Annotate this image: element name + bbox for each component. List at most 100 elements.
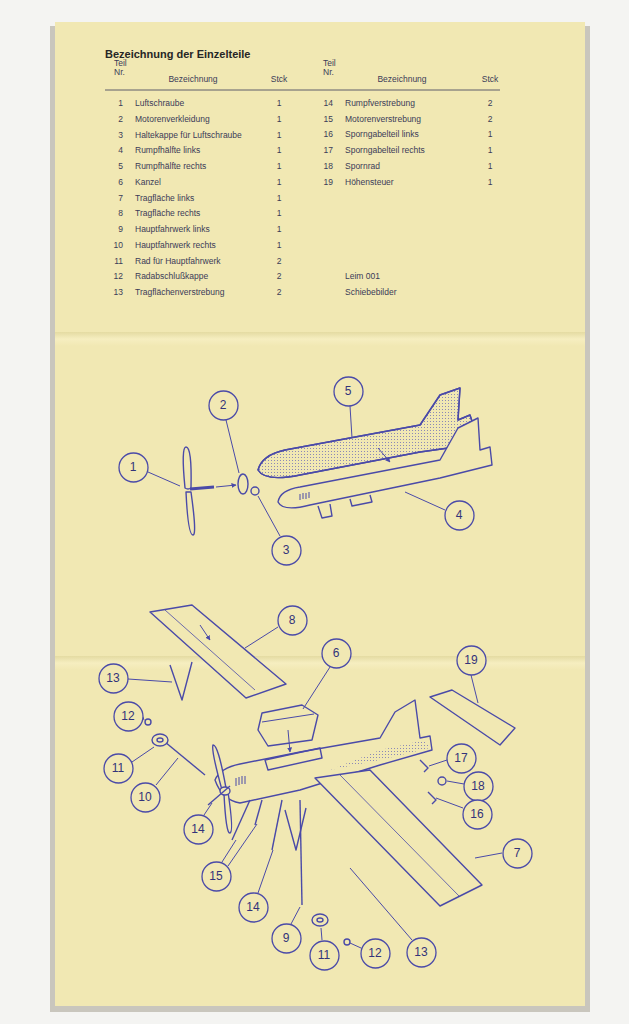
table-text: 1	[277, 98, 282, 108]
callout-number: 7	[502, 838, 533, 869]
callout-number: 10	[130, 782, 161, 813]
callout-circle: 13	[98, 663, 129, 694]
callout-number: 15	[201, 861, 232, 892]
callout-circle: 12	[360, 938, 391, 969]
table-text: 4	[118, 145, 123, 155]
callout-circle: 14	[183, 814, 214, 845]
callout-number: 14	[183, 814, 214, 845]
table-text: Radabschlußkappe	[135, 271, 208, 281]
table-text: Sporngabelteil links	[345, 129, 419, 139]
callout-circle: 13	[406, 937, 437, 968]
table-text: Rumpfverstrebung	[345, 98, 415, 108]
table-text: Spornrad	[345, 161, 380, 171]
callout-number: 14	[238, 892, 269, 923]
callout-number: 13	[406, 937, 437, 968]
table-text: Luftschraube	[135, 98, 184, 108]
callout-circle: 9	[271, 923, 302, 954]
table-text: 5	[118, 161, 123, 171]
table-text: 1	[488, 129, 493, 139]
callout-number: 11	[103, 753, 134, 784]
table-text: 1	[277, 145, 282, 155]
callout-circle: 3	[271, 535, 302, 566]
table-text: 7	[118, 193, 123, 203]
callout-number: 17	[446, 743, 477, 774]
table-text: 1	[277, 114, 282, 124]
table-text: Kanzel	[135, 177, 161, 187]
table-text: Rumpfhälfte rechts	[135, 161, 206, 171]
table-text: Höhensteuer	[345, 177, 394, 187]
exploded-view	[128, 388, 515, 948]
table-text: Stck	[271, 74, 288, 84]
callout-number: 9	[271, 923, 302, 954]
callout-number: 2	[208, 390, 239, 421]
table-text: Leim 001	[345, 271, 380, 281]
table-text: 1	[488, 177, 493, 187]
table-text: 2	[277, 271, 282, 281]
callout-number: 4	[444, 500, 475, 531]
callout-number: 16	[462, 799, 493, 830]
callout-circle: 15	[201, 861, 232, 892]
table-text: 1	[277, 161, 282, 171]
table-text: 15	[324, 114, 333, 124]
table-text: 1	[277, 193, 282, 203]
callout-circle: 11	[309, 940, 340, 971]
callout-circle: 16	[462, 799, 493, 830]
callout-number: 5	[333, 376, 364, 407]
table-text: 1	[277, 208, 282, 218]
table-text: 1	[277, 177, 282, 187]
callout-number: 19	[456, 645, 487, 676]
table-text: Hauptfahrwerk rechts	[135, 240, 216, 250]
table-text: Rumpfhälfte links	[135, 145, 200, 155]
callout-circle: 12	[113, 701, 144, 732]
callout-circle: 7	[502, 838, 533, 869]
callout-circle: 8	[277, 605, 308, 636]
table-text: Hauptfahrwerk links	[135, 224, 210, 234]
table-text: 2	[118, 114, 123, 124]
table-text: Motorenverkleidung	[135, 114, 210, 124]
table-text: 2	[277, 256, 282, 266]
paper-fold	[55, 332, 585, 346]
callout-number: 1	[118, 452, 149, 483]
table-text: Tragfläche rechts	[135, 208, 200, 218]
callout-circle: 2	[208, 390, 239, 421]
table-text: 9	[118, 224, 123, 234]
callout-circle: 11	[103, 753, 134, 784]
table-text: 2	[488, 98, 493, 108]
callout-circle: 17	[446, 743, 477, 774]
table-text: 1	[277, 130, 282, 140]
table-text: 1	[277, 224, 282, 234]
paper-fold	[55, 656, 585, 670]
callout-circle: 6	[321, 638, 352, 669]
table-text: Tragfläche links	[135, 193, 194, 203]
sheet-title: Bezeichnung der Einzelteile	[105, 48, 250, 60]
callout-circle: 5	[333, 376, 364, 407]
table-text: Schiebebilder	[345, 287, 397, 297]
table-text: 2	[277, 287, 282, 297]
table-text: Teil Nr.	[114, 59, 136, 77]
table-rule	[105, 90, 500, 91]
table-text: 8	[118, 208, 123, 218]
callout-circle: 10	[130, 782, 161, 813]
table-text: 18	[324, 161, 333, 171]
callout-circle: 4	[444, 500, 475, 531]
table-text: Tragflächenverstrebung	[135, 287, 224, 297]
callout-circle: 14	[238, 892, 269, 923]
callout-circle: 19	[456, 645, 487, 676]
table-text: Haltekappe für Luftschraube	[135, 130, 242, 140]
table-text: 14	[324, 98, 333, 108]
table-text: 19	[324, 177, 333, 187]
table-text: 11	[114, 256, 123, 266]
table-text: Sporngabelteil rechts	[345, 145, 425, 155]
callout-number: 11	[309, 940, 340, 971]
table-text: 1	[488, 161, 493, 171]
table-text: Bezeichnung	[168, 74, 217, 84]
table-text: 13	[114, 287, 123, 297]
callout-number: 6	[321, 638, 352, 669]
callout-number: 13	[98, 663, 129, 694]
table-text: 1	[488, 145, 493, 155]
table-text: 12	[114, 271, 123, 281]
callout-circle: 1	[118, 452, 149, 483]
